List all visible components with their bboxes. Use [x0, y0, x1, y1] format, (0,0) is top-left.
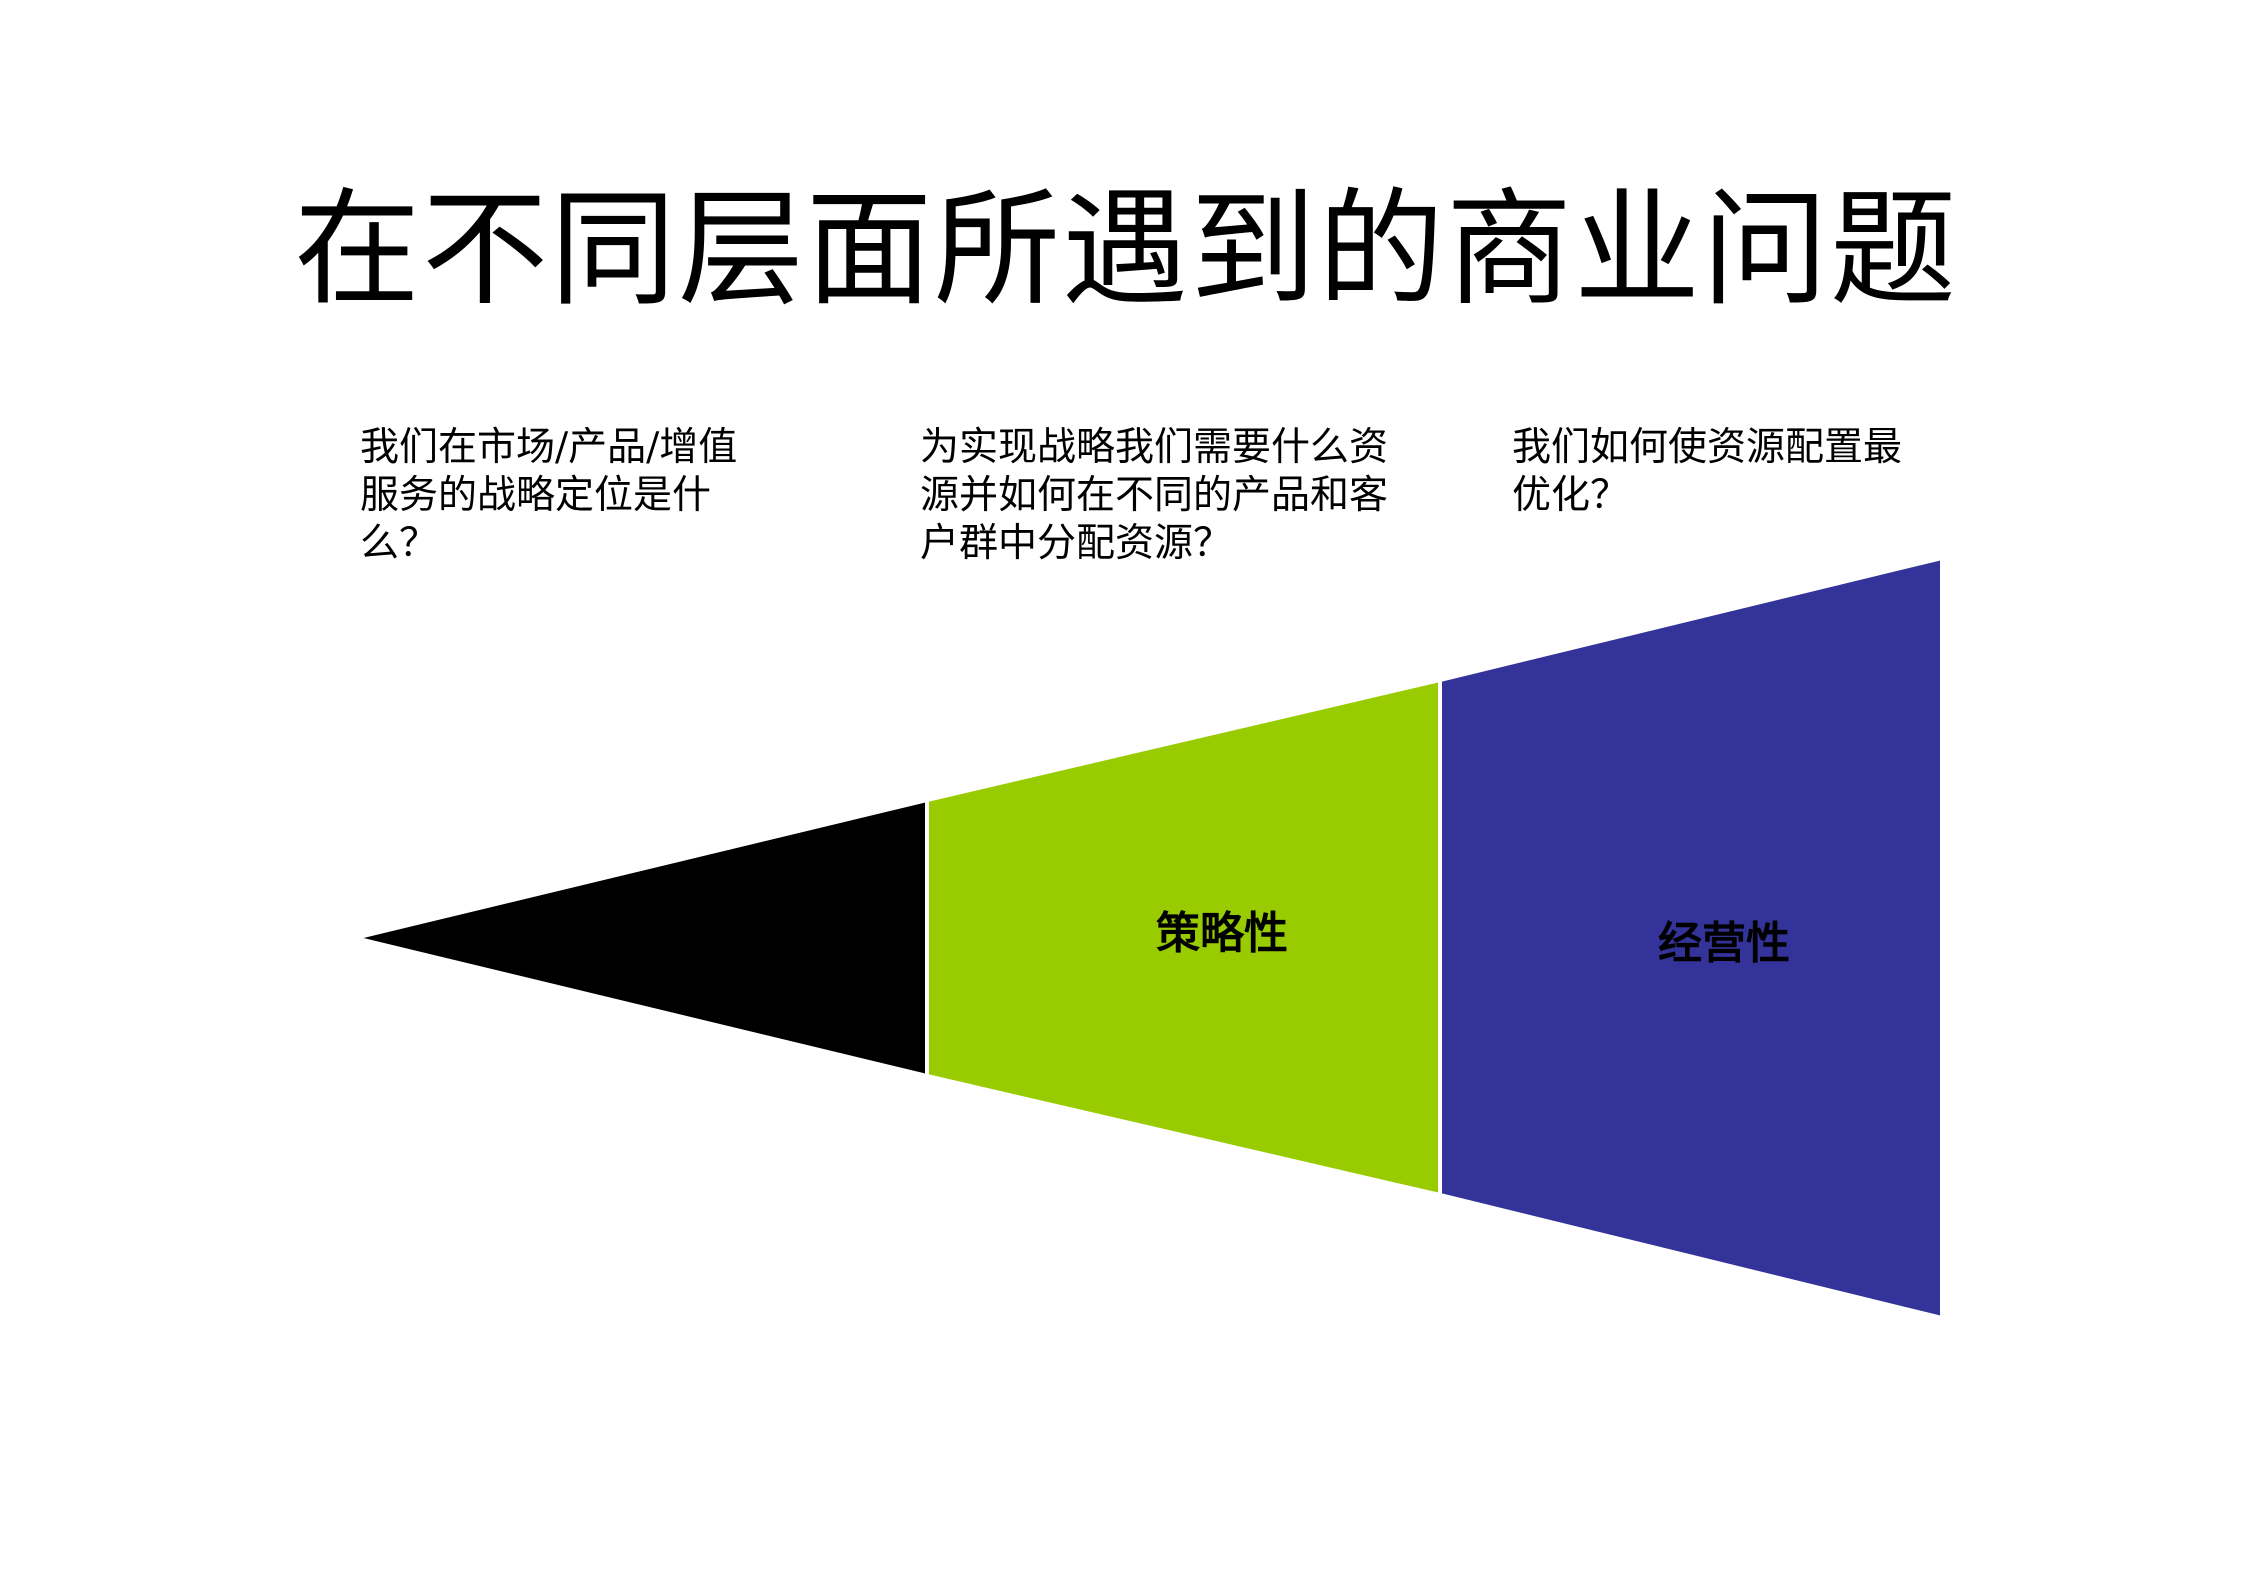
funnel-segment-black — [354, 797, 929, 1079]
question-line: 我们如何使资源配置最 — [1512, 425, 1903, 470]
page-title: 在不同层面所遇到的商业问题 — [294, 176, 1958, 323]
question-line: 我们在市场/产品/增值 — [360, 425, 738, 470]
question-strategic-positioning: 我们在市场/产品/增值 服务的战略定位是什么？ — [360, 424, 780, 568]
funnel-segment-operational — [1438, 555, 1944, 1321]
question-line: 为实现战略我们需要什么资 — [920, 425, 1389, 470]
question-line: 服务的战略定位是什么？ — [360, 473, 712, 566]
question-line: 优化？ — [1512, 473, 1630, 518]
question-resource-optimization: 我们如何使资源配置最 优化？ — [1512, 424, 1942, 520]
question-line: 源并如何在不同的产品和客 — [920, 473, 1389, 518]
question-resource-allocation: 为实现战略我们需要什么资 源并如何在不同的产品和客 户群中分配资源？ — [920, 424, 1415, 568]
segment-label-operational: 经营性 — [1658, 918, 1790, 969]
question-line: 户群中分配资源？ — [920, 521, 1233, 566]
segment-label-strategic: 策略性 — [1156, 908, 1288, 959]
